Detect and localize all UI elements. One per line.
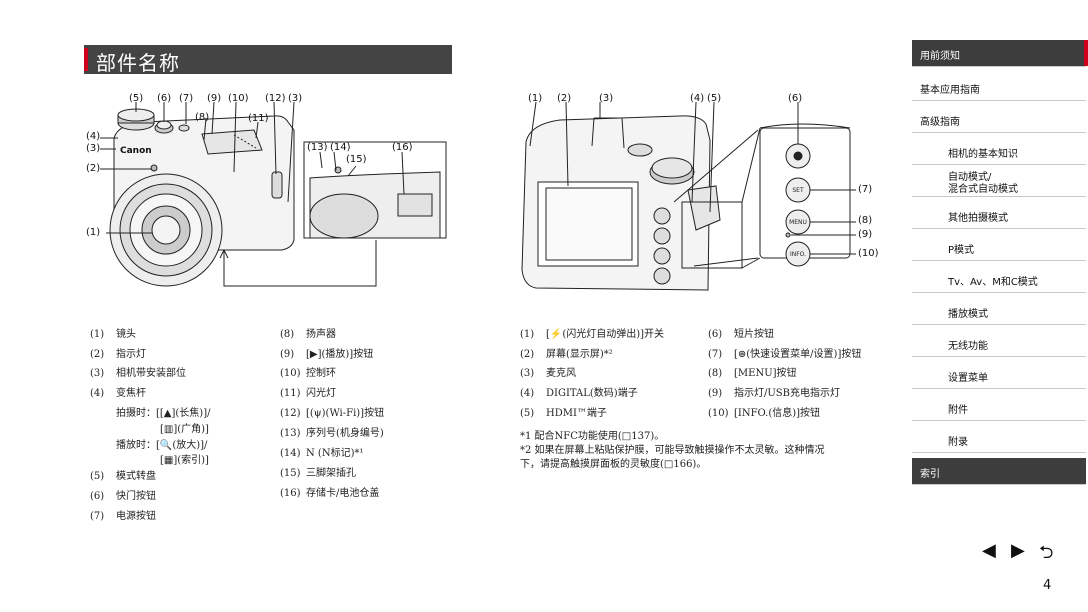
fig1-callout-15: (15) — [346, 154, 367, 165]
nav-item-index[interactable]: 索引 — [912, 458, 1086, 485]
nav-item-appendix[interactable]: 附录 — [912, 426, 1086, 453]
title-accent-mark — [84, 48, 88, 71]
nav-item-p-mode[interactable]: P模式 — [912, 234, 1086, 261]
part-list-item: (13)序列号(机身编号) — [280, 428, 384, 439]
page-title: 部件名称 — [96, 51, 180, 75]
camera-front-illustration: Canon — [100, 101, 447, 287]
part-list-item: (9)[▶](播放)]按钮 — [280, 349, 374, 360]
set-button-label: SET — [792, 187, 804, 194]
part-list-item: (5)模式转盘 — [90, 471, 156, 482]
fig1-callout-3: (3) — [86, 143, 101, 154]
info-button-label: INFO. — [790, 251, 806, 258]
part-list-item: (7)电源按钮 — [90, 511, 156, 522]
fig1-callout-4: (4) — [86, 131, 101, 142]
fig2-callout-1: (1) — [528, 93, 543, 104]
fig1-callout-9: (9) — [207, 93, 222, 104]
part-list-item: (8)扬声器 — [280, 329, 336, 340]
fig1-callout-14: (14) — [330, 142, 351, 153]
fig1-callout-7: (7) — [179, 93, 194, 104]
fig2-callout-10: (10) — [858, 248, 879, 259]
fig1-callout-10: (10) — [228, 93, 249, 104]
part-list-item: (6)短片按钮 — [708, 329, 774, 340]
nav-item-basic-guide[interactable]: 基本应用指南 — [912, 74, 1086, 101]
prev-page-icon[interactable]: ◀ — [982, 540, 996, 561]
next-page-icon[interactable]: ▶ — [1011, 540, 1025, 561]
nav-item-wireless[interactable]: 无线功能 — [912, 330, 1086, 357]
nav-item-camera-basics[interactable]: 相机的基本知识 — [912, 138, 1086, 165]
part-list-item: (10)[INFO.(信息)]按钮 — [708, 408, 821, 419]
part-list-item: (12)[(ψ)(Wi-Fi)]按钮 — [280, 408, 385, 419]
nav-item-playback[interactable]: 播放模式 — [912, 298, 1086, 325]
fig2-callout-6: (6) — [788, 93, 803, 104]
fig1-callout-3-top: (3) — [288, 93, 303, 104]
zoom-sub-line: [▥](广角)] — [160, 424, 209, 435]
zoom-sub-line: 播放时：[🔍(放大)]/ — [116, 440, 208, 451]
canon-logo: Canon — [120, 146, 152, 156]
footnote: *1 配合NFC功能使用(□137)。 — [520, 431, 665, 442]
part-list-item: (5)HDMI™端子 — [520, 408, 607, 419]
menu-button-label: MENU — [789, 219, 807, 226]
fig2-callout-4: (4) — [690, 93, 705, 104]
fig2-callout-7: (7) — [858, 184, 873, 195]
part-list-item: (4)变焦杆 — [90, 388, 146, 399]
part-list-item: (2)屏幕(显示屏)*² — [520, 349, 613, 360]
part-list-item: (4)DIGITAL(数码)端子 — [520, 388, 638, 399]
nav-item-setup-menu[interactable]: 设置菜单 — [912, 362, 1086, 389]
fig2-callout-3: (3) — [599, 93, 614, 104]
return-icon[interactable]: ⮌ — [1039, 542, 1054, 563]
part-list-item: (10)控制环 — [280, 368, 336, 379]
fig2-callout-5: (5) — [707, 93, 722, 104]
fig2-callout-8: (8) — [858, 215, 873, 226]
part-list-item: (14)N (N标记)*¹ — [280, 448, 364, 459]
fig1-callout-13: (13) — [307, 142, 328, 153]
fig1-callout-11: (11) — [248, 113, 269, 124]
nav-item-tv-av-m-c[interactable]: Tv、Av、M和C模式 — [912, 266, 1086, 293]
part-list-item: (2)指示灯 — [90, 349, 146, 360]
part-list-item: (16)存储卡/电池仓盖 — [280, 488, 380, 499]
fig1-callout-8: (8) — [195, 112, 210, 123]
fig1-callout-2: (2) — [86, 163, 101, 174]
zoom-sub-line: [▦](索引)] — [160, 455, 209, 466]
zoom-sub-line: 拍摄时：[[▲](长焦)]/ — [116, 408, 211, 419]
part-list-item: (6)快门按钮 — [90, 491, 156, 502]
page-number: 4 — [1043, 578, 1052, 593]
fig1-callout-6: (6) — [157, 93, 172, 104]
part-list-item: (9)指示灯/USB充电指示灯 — [708, 388, 840, 399]
nav-item-other-modes[interactable]: 其他拍摄模式 — [912, 202, 1086, 229]
nav-item-accessories[interactable]: 附件 — [912, 394, 1086, 421]
footnote: *2 如果在屏幕上粘贴保护膜，可能导致触摸操作不太灵敏。这种情况 — [520, 445, 825, 456]
nav-item-auto-mode[interactable]: 自动模式/混合式自动模式 — [912, 170, 1086, 197]
footnote: 下，请提高触摸屏面板的灵敏度(□166)。 — [520, 459, 707, 470]
nav-item-before-use[interactable]: 用前须知 — [912, 40, 1088, 67]
fig2-callout-2: (2) — [557, 93, 572, 104]
fig1-callout-12: (12) — [265, 93, 286, 104]
nav-item-advanced-guide[interactable]: 高级指南 — [912, 106, 1086, 133]
fig2-callout-9: (9) — [858, 229, 873, 240]
part-list-item: (3)相机带安装部位 — [90, 368, 186, 379]
part-list-item: (15)三脚架插孔 — [280, 468, 356, 479]
fig1-callout-5: (5) — [129, 93, 144, 104]
fig1-callout-1: (1) — [86, 227, 101, 238]
part-list-item: (11)闪光灯 — [280, 388, 336, 399]
part-list-item: (1)镜头 — [90, 329, 136, 340]
part-list-item: (7)[⊛(快速设置菜单/设置)]按钮 — [708, 349, 862, 360]
part-list-item: (3)麦克风 — [520, 368, 576, 379]
camera-back-illustration: SET MENU INFO. — [521, 101, 856, 291]
page-title-bar: 部件名称 — [84, 45, 452, 75]
fig1-callout-16: (16) — [392, 142, 413, 153]
part-list-item: (1)[⚡(闪光灯自动弹出)]开关 — [520, 329, 665, 340]
part-list-item: (8)[MENU]按钮 — [708, 368, 797, 379]
